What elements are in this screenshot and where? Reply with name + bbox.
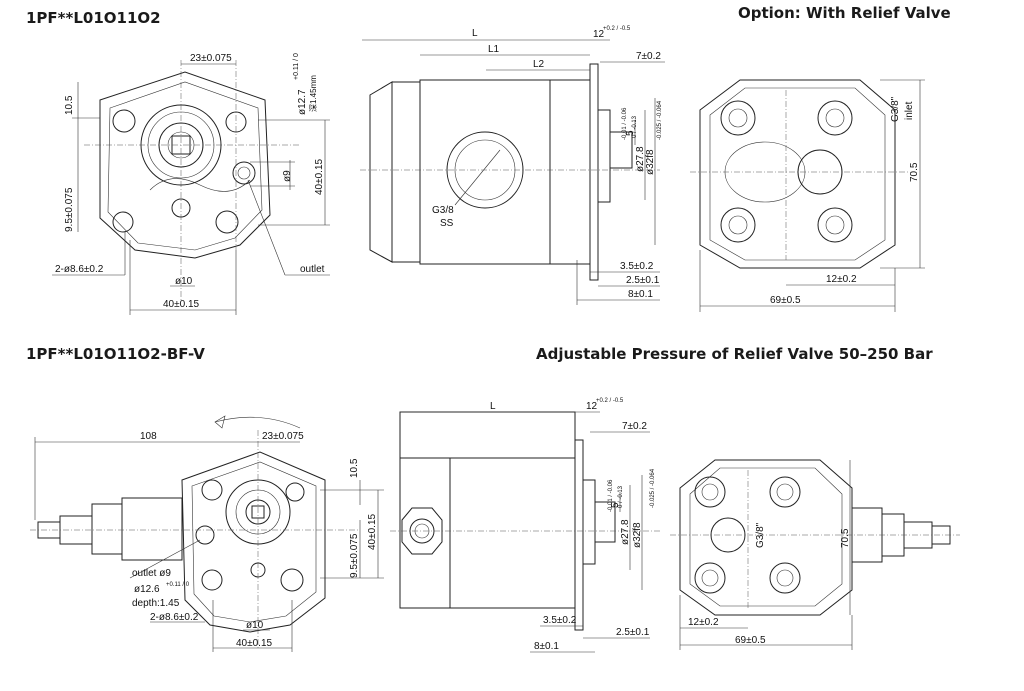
- bottom-front-dim-126: ø12.6: [134, 584, 160, 595]
- top-rear-inlet-label: inlet: [904, 101, 915, 120]
- bottom-front-depth-label: depth:1.45: [132, 598, 180, 609]
- top-side-dim-5: 5: [625, 130, 636, 136]
- bottom-front-view: 108 23±0.075 10.5 40±0.15 9.5±0.075 outl…: [30, 415, 384, 652]
- top-front-dim-127: ø12.7: [297, 89, 308, 115]
- bottom-front-dim-40h: 40±0.15: [236, 638, 273, 649]
- bottom-front-dim-10: ø10: [246, 620, 264, 631]
- bottom-side-dim-25: 2.5±0.1: [616, 627, 650, 638]
- bottom-side-dim-5-tol: -0.01 / -0.06: [608, 479, 614, 512]
- top-side-dim-7: 7±0.2: [636, 51, 661, 62]
- bottom-side-dim-L: L: [490, 401, 496, 412]
- bottom-front-dim-40v: 40±0.15: [367, 513, 378, 550]
- bottom-front-dim-23: 23±0.075: [262, 431, 304, 442]
- bottom-front-dim-126-tol: +0.11 / 0: [166, 582, 190, 588]
- bottom-side-dim-278: ø27.8: [620, 519, 631, 545]
- bottom-front-dim-95: 9.5±0.075: [349, 533, 360, 578]
- bottom-side-dim-8: 8±0.1: [534, 641, 559, 652]
- top-rear-dim-g38: G3/8": [890, 96, 901, 122]
- top-side-view: L L1 L2 12 +0.2 / -0.5 7±0.2 G3/8 SS 5 -…: [360, 26, 665, 305]
- bottom-front-dim-108: 108: [140, 431, 157, 442]
- top-side-dim-L1: L1: [488, 44, 500, 55]
- bottom-side-dim-35: 3.5±0.2: [543, 615, 577, 626]
- top-side-dim-278: ø27.8: [635, 146, 646, 172]
- top-front-dim-127-tol: +0.11 / 0: [293, 53, 300, 80]
- bottom-side-dim-32: ø32f8: [632, 522, 643, 548]
- top-front-dim-23: 23±0.075: [190, 53, 232, 64]
- title-bottom-right: Adjustable Pressure of Relief Valve 50–2…: [536, 345, 933, 363]
- top-side-dim-g38: G3/8: [432, 205, 454, 216]
- title-top-left: 1PF**L01O11O2: [26, 9, 161, 27]
- top-side-dim-ss: SS: [440, 218, 454, 229]
- top-front-view: 23±0.075 10.5 9.5±0.075 ø12.7 +0.11 / 0 …: [52, 53, 330, 315]
- top-side-dim-32: ø32f8: [645, 149, 656, 175]
- top-side-dim-32-tol: -0.025 / -0.064: [657, 100, 663, 140]
- bottom-front-outlet-label: outlet ø9: [132, 568, 171, 579]
- bottom-rear-dim-12: 12±0.2: [688, 617, 719, 628]
- bottom-rear-dim-g38: G3/8": [755, 522, 766, 548]
- top-rear-view: G3/8" inlet 70.5 12±0.2 69±0.5: [690, 79, 925, 312]
- top-side-dim-L: L: [472, 28, 478, 39]
- bottom-rear-view: G3/8" 70.5 12±0.2 69±0.5: [670, 459, 960, 650]
- top-side-dim-8: 8±0.1: [628, 289, 653, 300]
- top-front-dim-95: 9.5±0.075: [64, 187, 75, 232]
- top-front-dim-9: ø9: [282, 170, 293, 182]
- top-rear-dim-12: 12±0.2: [826, 274, 857, 285]
- top-rear-dim-69: 69±0.5: [770, 295, 801, 306]
- top-side-dim-12: 12: [593, 29, 605, 40]
- top-rear-dim-705: 70.5: [909, 162, 920, 182]
- top-side-dim-25: 2.5±0.1: [626, 275, 660, 286]
- top-side-dim-L2: L2: [533, 59, 545, 70]
- top-front-dim-10: ø10: [175, 276, 193, 287]
- bottom-rear-dim-705: 70.5: [840, 528, 851, 548]
- top-front-dim-depth: 深1.45mm: [309, 75, 318, 112]
- bottom-front-dim-holes: 2-ø8.6±0.2: [150, 612, 199, 623]
- bottom-side-dim-12-tol: +0.2 / -0.5: [596, 398, 624, 404]
- bottom-rear-dim-69: 69±0.5: [735, 635, 766, 646]
- top-front-dim-40h: 40±0.15: [163, 299, 200, 310]
- top-side-dim-278-tol: 0 / -0.13: [632, 115, 638, 138]
- bottom-side-dim-32-tol: -0.025 / -0.064: [650, 468, 656, 508]
- bottom-side-view: L 12 +0.2 / -0.5 7±0.2 5 -0.01 / -0.06 ø…: [390, 398, 660, 653]
- bottom-side-dim-5: 5: [610, 502, 621, 508]
- top-side-dim-12-tol: +0.2 / -0.5: [603, 26, 631, 32]
- bottom-side-dim-278-tol: 0 / -0.13: [618, 485, 624, 508]
- top-front-dim-40v: 40±0.15: [314, 158, 325, 195]
- bottom-side-dim-12: 12: [586, 401, 598, 412]
- bottom-side-dim-7: 7±0.2: [622, 421, 647, 432]
- title-top-right: Option: With Relief Valve: [738, 4, 951, 22]
- top-side-dim-35: 3.5±0.2: [620, 261, 654, 272]
- top-side-dim-5-tol: -0.01 / -0.06: [622, 107, 628, 140]
- top-front-dim-105: 10.5: [64, 95, 75, 115]
- top-front-dim-holes: 2-ø8.6±0.2: [55, 264, 104, 275]
- title-bottom-left: 1PF**L01O11O2-BF-V: [26, 345, 205, 363]
- bottom-front-dim-105: 10.5: [349, 458, 360, 478]
- top-front-outlet-label: outlet: [300, 264, 325, 275]
